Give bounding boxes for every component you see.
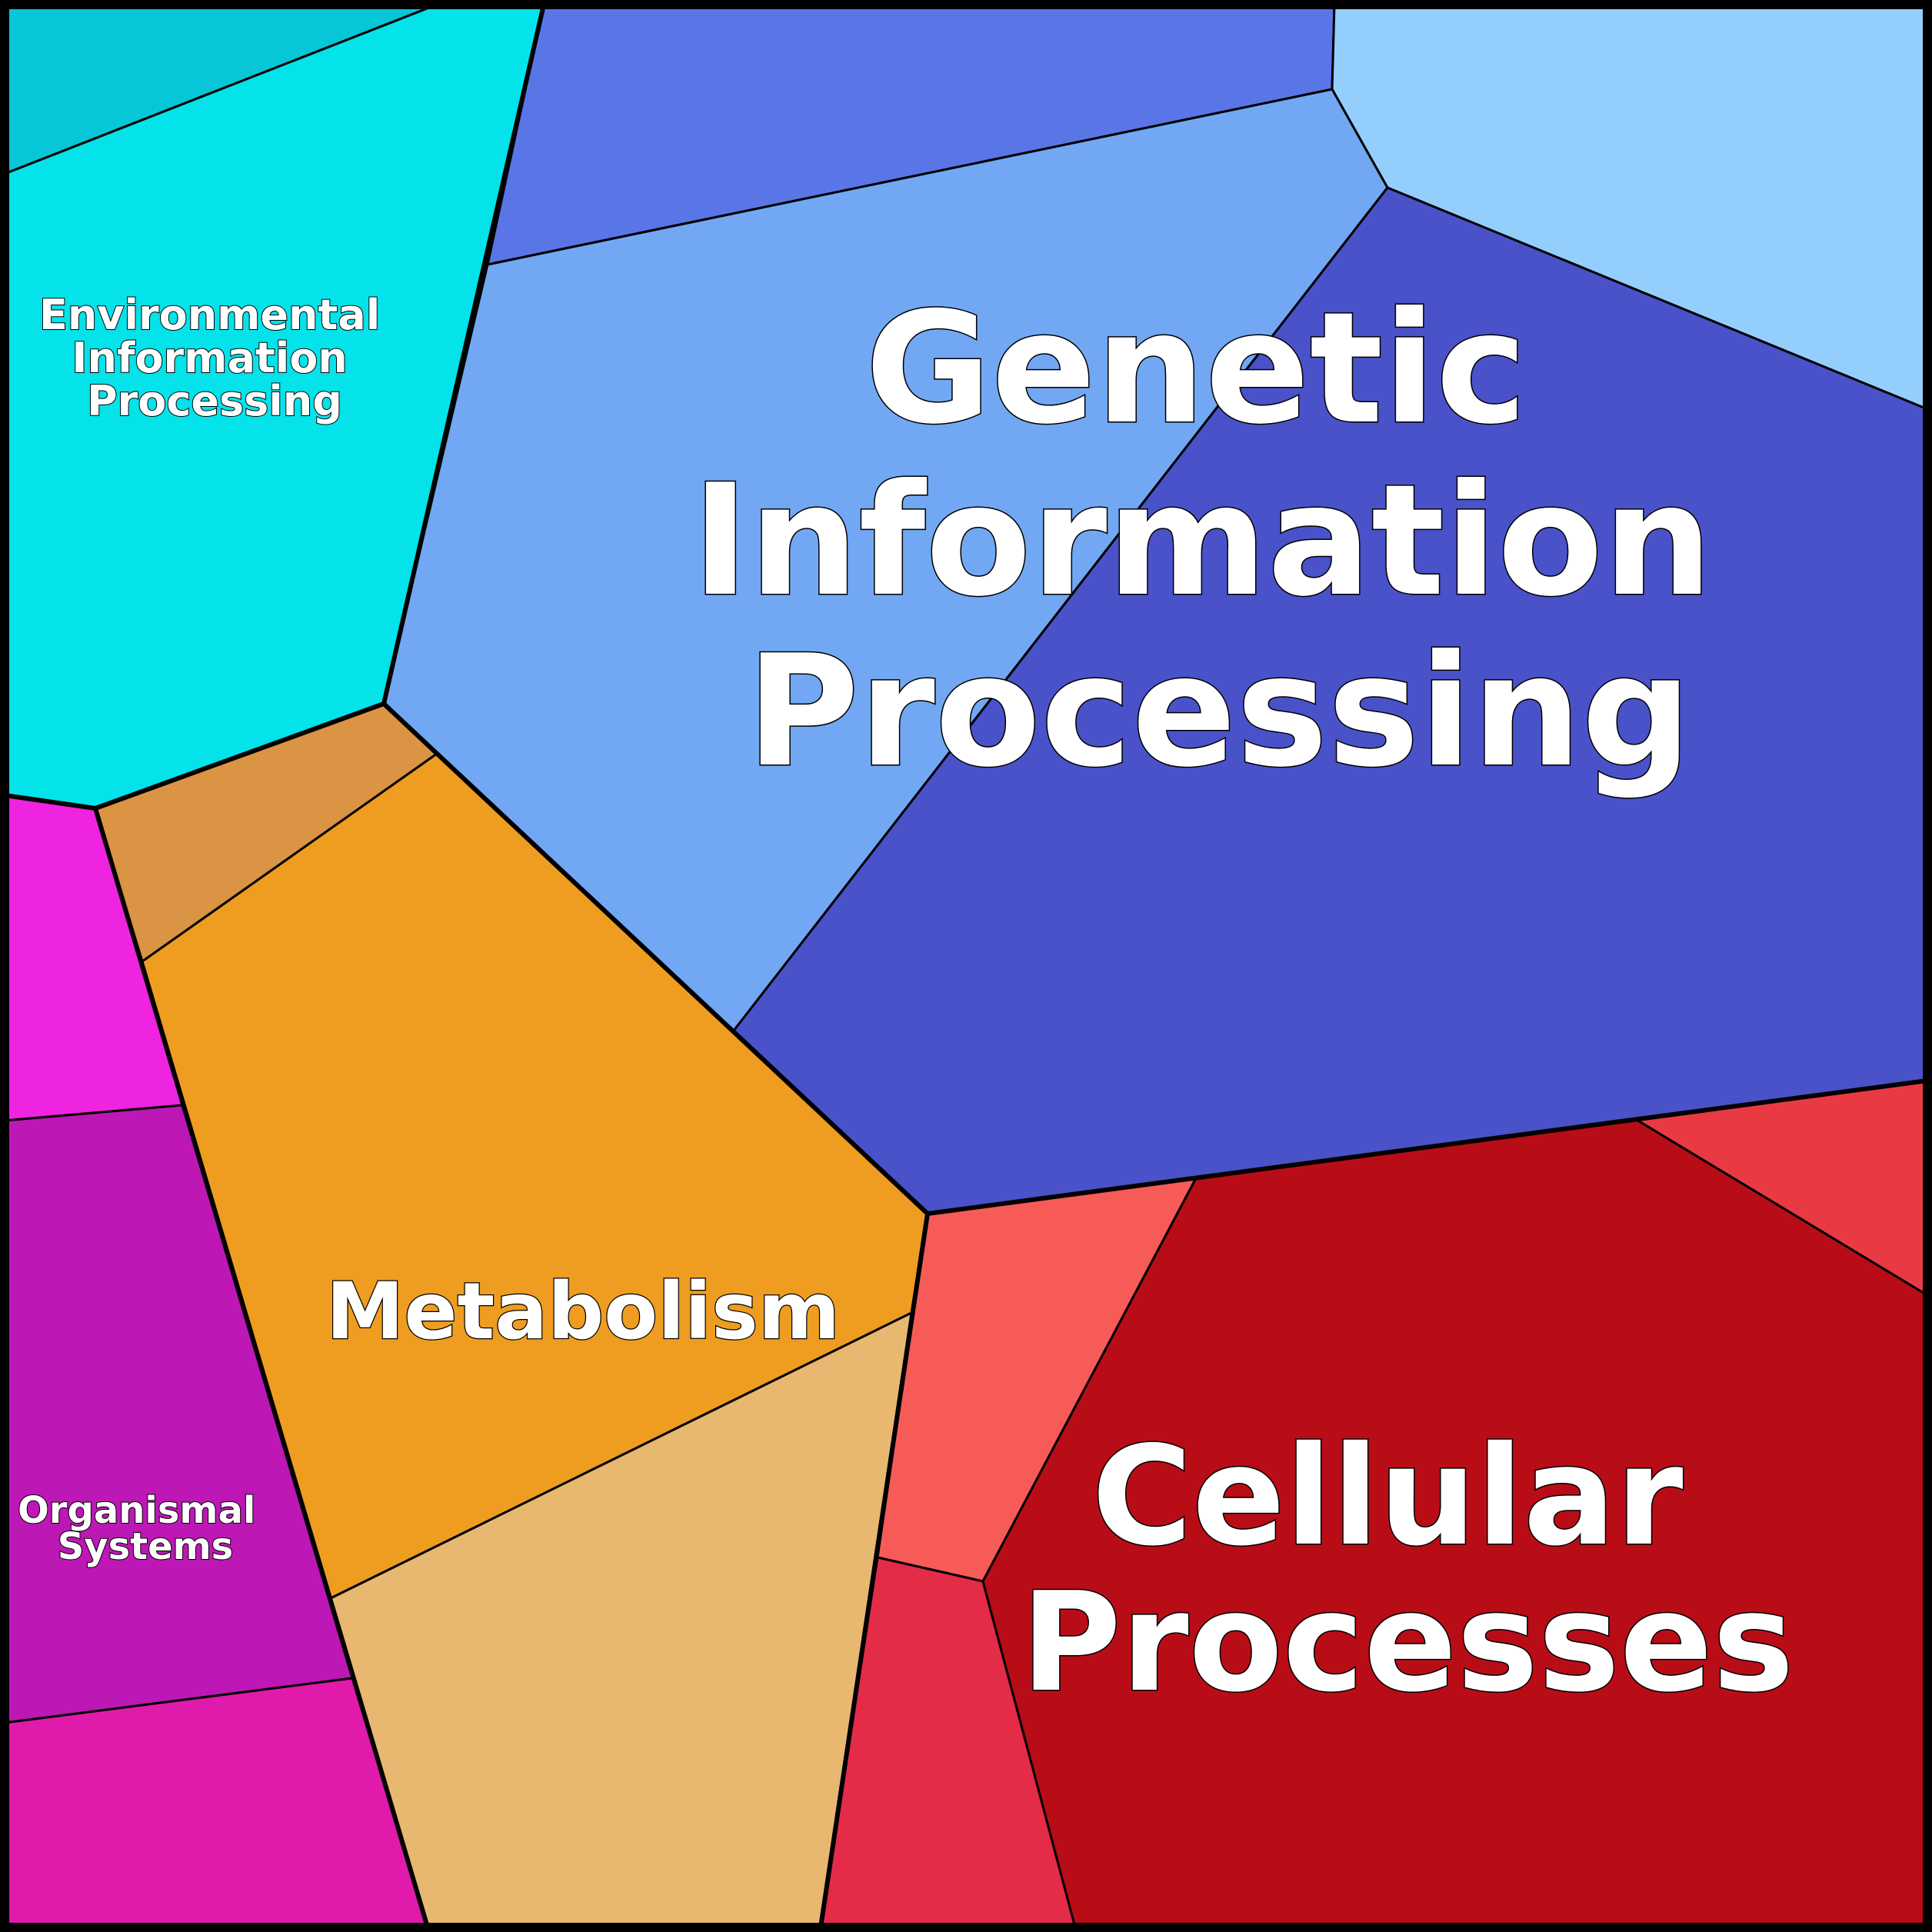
metabolism-label: Metabolism xyxy=(326,1266,840,1357)
metabolism-label-line-1: Metabolism xyxy=(326,1266,840,1357)
metabolism-cellular-boundary xyxy=(818,1211,930,1930)
cellular-label-line-2: Processes xyxy=(1021,1563,1794,1722)
genetic-metabolism-boundary xyxy=(381,701,930,1216)
environmental-label-line-1: Environmental xyxy=(39,291,380,339)
cellular-label-line-1: Cellular xyxy=(1092,1417,1684,1576)
genetic-cellular-boundary xyxy=(925,1078,1930,1216)
cellular-processes-label: Cellular Processes xyxy=(1021,1417,1794,1722)
environmental-label-line-3: Processing xyxy=(87,377,342,425)
genetic-information-processing-label: Genetic Information Processing xyxy=(692,279,1767,801)
genetic-label-line-2: Information xyxy=(692,451,1713,631)
genetic-label-line-3: Processing xyxy=(746,622,1691,801)
organismal-systems-label: Organismal Systems xyxy=(18,1489,268,1568)
metabolism-boundary xyxy=(93,806,430,1930)
environmental-label-line-2: Information xyxy=(72,334,347,382)
environmental-information-processing-label: Environmental Information Processing xyxy=(39,291,395,425)
organismal-label-line-2: Systems xyxy=(58,1525,234,1568)
cells-layer xyxy=(3,3,1929,1929)
genetic-label-line-1: Genetic xyxy=(865,279,1527,458)
organismal-label-line-1: Organismal xyxy=(18,1489,255,1532)
environmental-boundary xyxy=(2,2,546,811)
